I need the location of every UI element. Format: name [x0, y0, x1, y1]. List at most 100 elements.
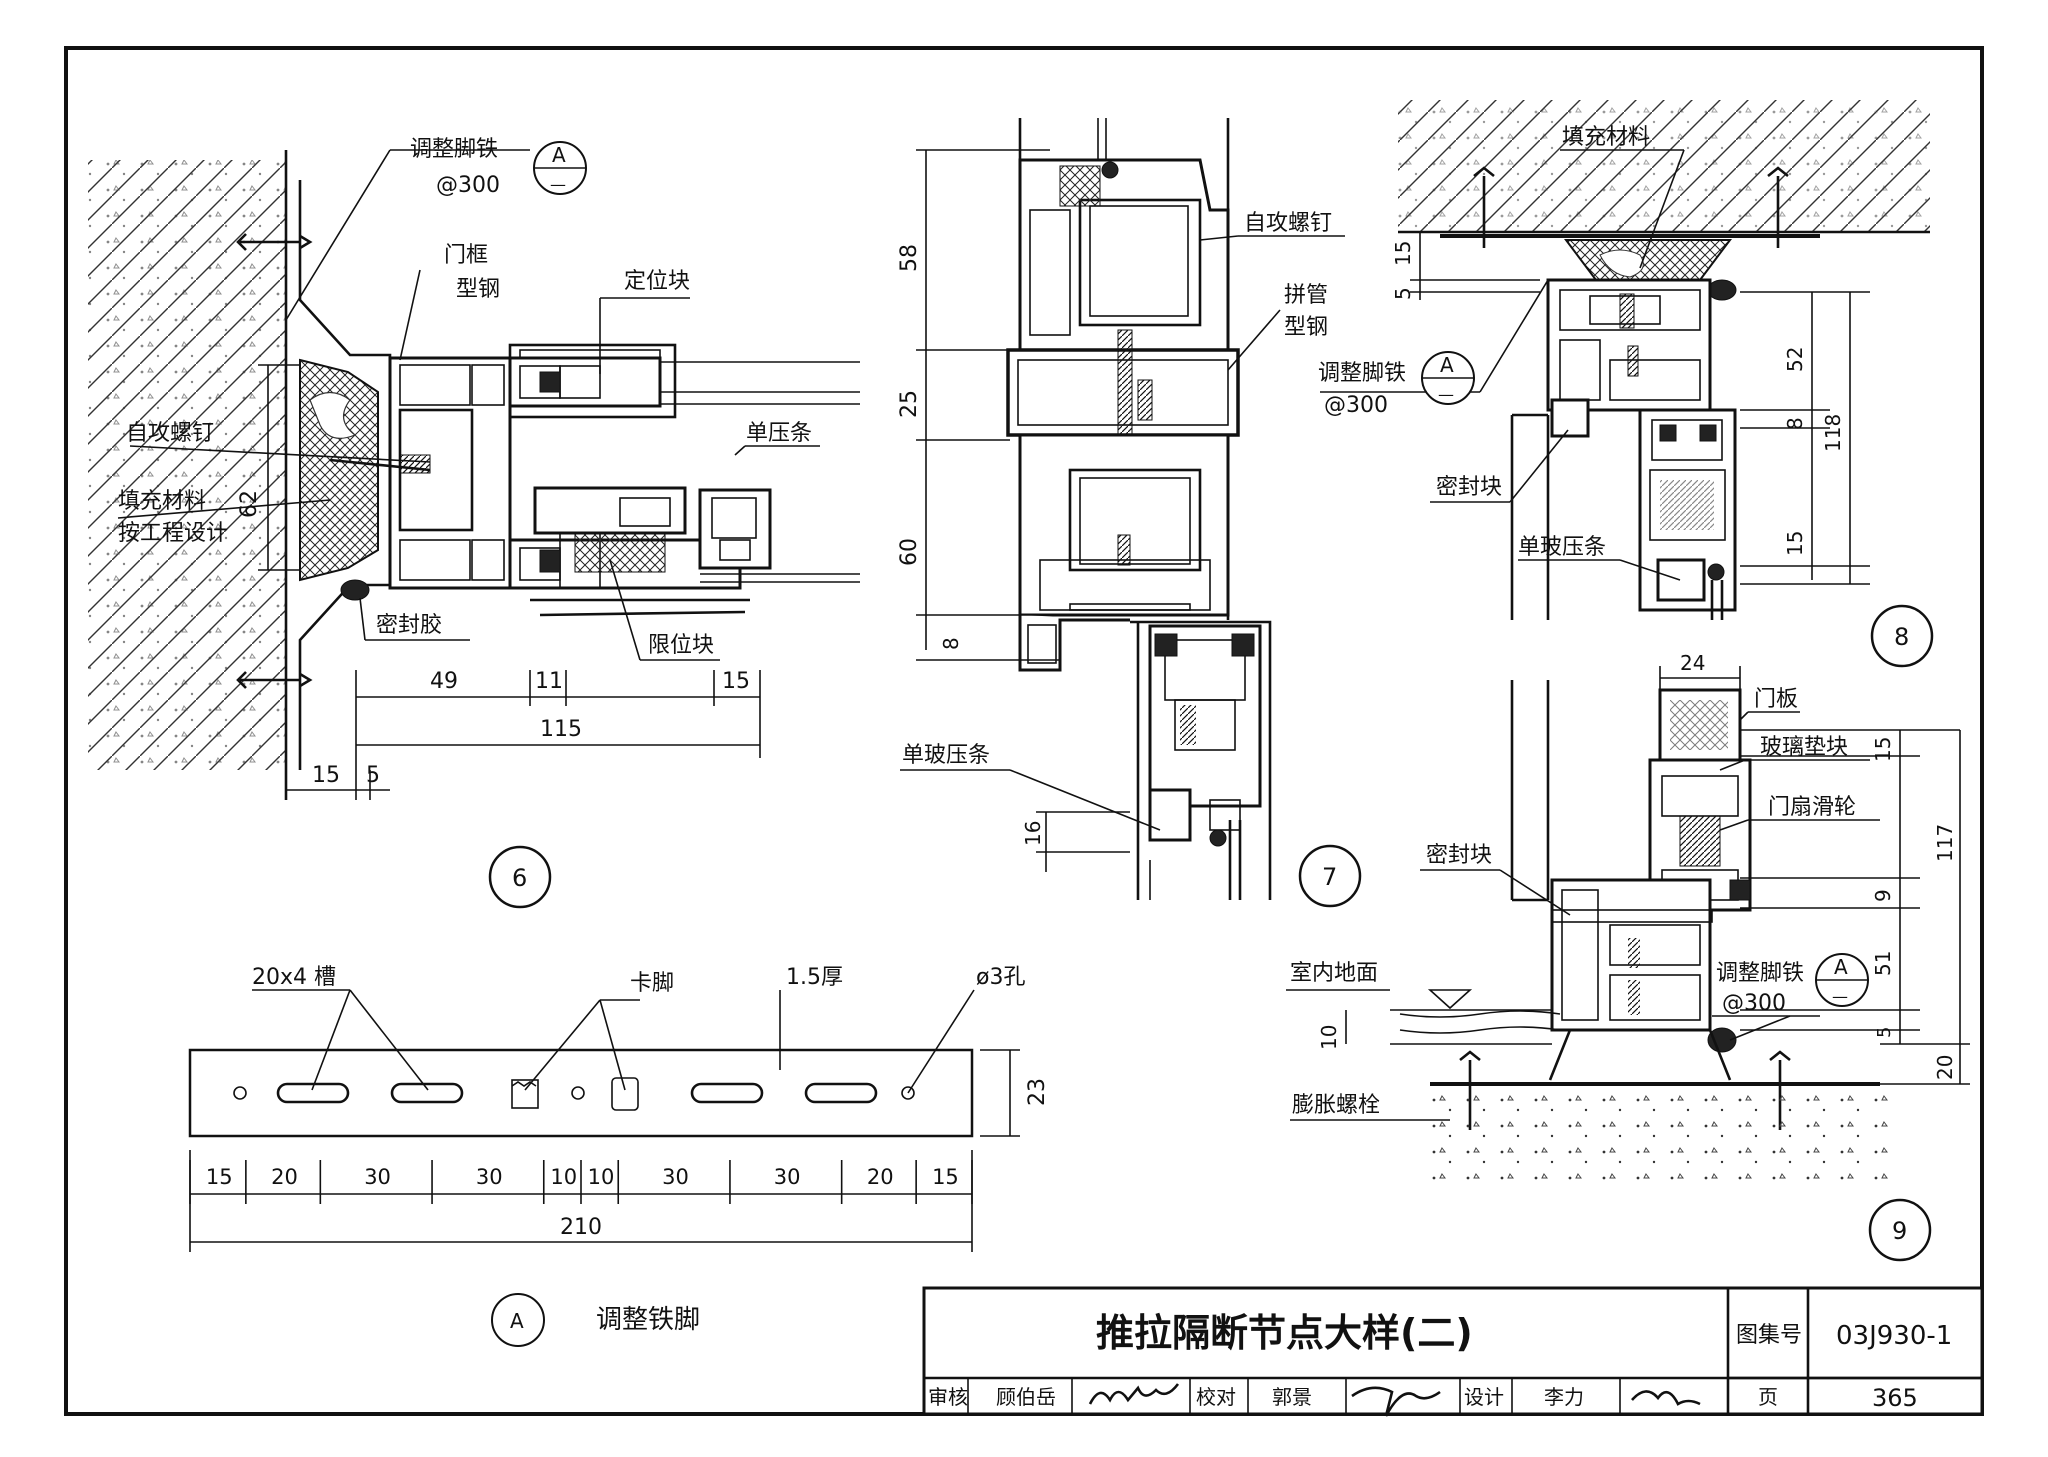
detail9-foot-spacing: @300: [1722, 991, 1786, 1016]
detail9-dim-117: 117: [1933, 824, 1957, 862]
detail-7: 58 25 60 8 16 自攻螺钉 拼管 型钢 单玻压条 7: [897, 118, 1362, 908]
svg-text:—: —: [1832, 987, 1848, 1006]
title-block: 推拉隔断节点大样(二) 图集号 03J930-1 审核 顾伯岳 校对 郭景 设计…: [922, 1286, 1984, 1417]
checker-name: 郭景: [1272, 1385, 1312, 1409]
detail-6: 调整脚铁 @300 门框 型钢 定位块 自攻螺钉 填充材料 按工程设计 单压条 …: [88, 137, 860, 909]
detail8-fill-label: 填充材料: [1562, 125, 1650, 150]
detail8-strip-label: 单玻压条: [1518, 535, 1606, 560]
detail9-roller-label: 门扇滑轮: [1768, 795, 1856, 820]
detail9-dim-24: 24: [1680, 651, 1705, 675]
designer-name: 李力: [1544, 1385, 1584, 1409]
detail8-dim-15b: 15: [1783, 531, 1807, 556]
reviewer-name: 顾伯岳: [996, 1385, 1056, 1409]
detailA-segment-8: 20: [867, 1165, 894, 1189]
detailA-hole-label: ø3孔: [976, 965, 1025, 990]
detail-8: 填充材料 调整脚铁 @300 A — 密封块 单玻压条 5 15 52 8 11…: [1318, 100, 1934, 668]
detailA-segment-6: 30: [662, 1165, 689, 1189]
detail6-dim-62: 62: [237, 490, 262, 518]
detailA-segment-2: 30: [364, 1165, 391, 1189]
detail6-foot-label: 调整脚铁: [410, 137, 498, 162]
detail6-section-mark: A —: [533, 141, 587, 195]
design-label: 设计: [1464, 1385, 1504, 1409]
detail8-number: 8: [1894, 623, 1909, 651]
detail6-sealant-label: 密封胶: [376, 613, 442, 638]
detail7-dim-16: 16: [1021, 821, 1045, 846]
page-label: 页: [1758, 1385, 1778, 1409]
drawing-title: 推拉隔断节点大样(二): [1096, 1311, 1473, 1355]
detail8-dim-5: 5: [1391, 287, 1415, 300]
detail7-dim-58: 58: [897, 244, 922, 272]
detail7-joint-label-2: 型钢: [1284, 315, 1328, 340]
detailA-title: 调整铁脚: [596, 1305, 700, 1335]
detail9-dim-15: 15: [1871, 737, 1895, 762]
designer-signature: [1631, 1390, 1701, 1406]
review-label: 审核: [928, 1385, 968, 1409]
detailA-segment-5: 10: [588, 1165, 615, 1189]
detail9-dim-9: 9: [1871, 889, 1895, 902]
checker-signature: [1351, 1386, 1441, 1417]
detail8-foot-label: 调整脚铁: [1318, 361, 1406, 386]
svg-text:—: —: [550, 175, 566, 194]
svg-text:A: A: [1440, 353, 1454, 377]
detail6-fill-label-2: 按工程设计: [118, 521, 228, 546]
detail8-seal-label: 密封块: [1436, 475, 1502, 500]
detail6-screw-label: 自攻螺钉: [126, 421, 214, 446]
svg-text:A: A: [510, 1309, 524, 1333]
detailA-total: 210: [560, 1215, 602, 1240]
detail9-dim-5: 5: [1874, 1027, 1895, 1038]
detail8-foot-spacing: @300: [1324, 393, 1388, 418]
detail7-screw-label: 自攻螺钉: [1244, 211, 1332, 236]
svg-text:A: A: [1834, 955, 1848, 979]
detail9-number: 9: [1892, 1217, 1907, 1245]
detail6-dim-49: 49: [430, 669, 458, 694]
detailA-segment-1: 20: [271, 1165, 298, 1189]
detail6-frame-label-2: 型钢: [456, 277, 500, 302]
detail6-dim-5: 5: [366, 763, 380, 788]
atlas-number: 03J930-1: [1836, 1321, 1952, 1351]
detailA-segment-0: 15: [206, 1165, 233, 1189]
detail6-dim-11: 11: [535, 669, 563, 694]
detail-9: 门板 玻璃垫块 门扇滑轮 密封块 室内地面 调整脚铁 @300 A — 膨胀螺栓…: [1286, 651, 1970, 1262]
detailA-segment-9: 15: [932, 1165, 959, 1189]
page-number: 365: [1872, 1384, 1918, 1412]
detail6-strip-label: 单压条: [746, 421, 812, 446]
detailA-height: 23: [1025, 1078, 1050, 1106]
detail7-dim-60: 60: [897, 538, 922, 566]
detail6-frame-label-1: 门框: [444, 243, 488, 268]
detail6-fill-label-1: 填充材料: [118, 489, 206, 514]
reviewer-signature: [1088, 1383, 1180, 1405]
detail7-strip-label: 单玻压条: [902, 743, 990, 768]
foot-plate: [188, 1048, 974, 1138]
detail9-dim-10: 10: [1317, 1025, 1341, 1050]
detail7-dim-25: 25: [897, 390, 922, 418]
detailA-segment-3: 30: [476, 1165, 503, 1189]
detail6-dim-15b: 15: [312, 763, 340, 788]
detail6-dim-15a: 15: [722, 669, 750, 694]
detail6-stop-label: 限位块: [648, 633, 714, 658]
svg-text:—: —: [1438, 385, 1454, 404]
detail6-foot-spacing: @300: [436, 173, 500, 198]
detail9-seal-label: 密封块: [1426, 843, 1492, 868]
detail8-dim-15a: 15: [1391, 241, 1415, 266]
detail6-locator-label: 定位块: [624, 269, 690, 294]
detail7-number: 7: [1322, 863, 1337, 891]
svg-text:A: A: [552, 143, 566, 167]
atlas-label: 图集号: [1736, 1323, 1802, 1348]
detail9-door-label: 门板: [1754, 687, 1798, 712]
detail9-dim-51: 51: [1871, 951, 1895, 976]
detailA-clip-label: 卡脚: [630, 971, 674, 996]
detail9-dim-20: 20: [1933, 1055, 1957, 1080]
detailA-thickness-label: 1.5厚: [786, 965, 843, 990]
detail8-dim-8: 8: [1783, 417, 1807, 430]
detail9-bolt-label: 膨胀螺栓: [1292, 1093, 1380, 1118]
detail7-joint-label-1: 拼管: [1284, 283, 1328, 308]
detailA-segment-4: 10: [550, 1165, 577, 1189]
detail8-dim-118: 118: [1821, 414, 1845, 452]
detail9-floor-label: 室内地面: [1290, 961, 1378, 986]
check-label: 校对: [1196, 1385, 1236, 1409]
detail6-number: 6: [512, 864, 527, 892]
detail8-dim-52: 52: [1783, 347, 1807, 372]
